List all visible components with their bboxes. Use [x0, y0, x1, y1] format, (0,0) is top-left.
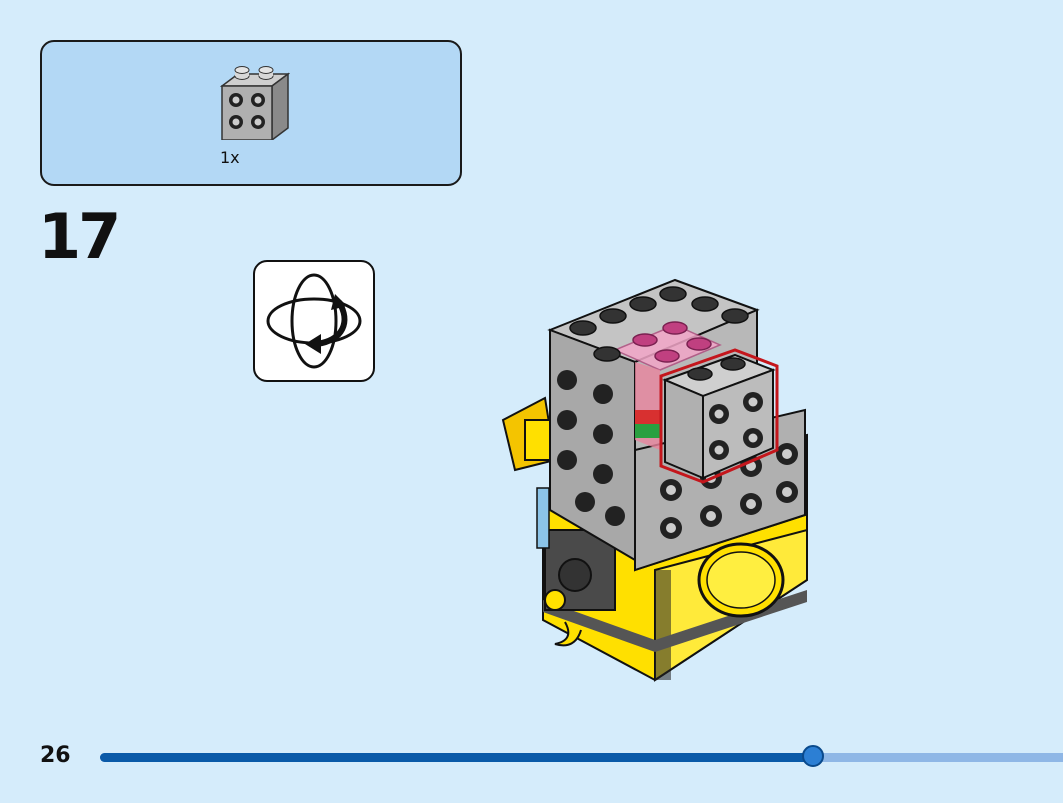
- part-quantity: 1x: [220, 148, 240, 167]
- gray-2x2-brick-icon: [220, 66, 290, 140]
- rotate-callout: [253, 260, 375, 382]
- step-number: 17: [38, 200, 121, 273]
- progress-fill: [100, 753, 813, 762]
- robot-head-model: [501, 278, 808, 682]
- page-number: 26: [40, 743, 71, 768]
- progress-knob: [801, 745, 824, 767]
- rotate-model-icon: [266, 273, 362, 369]
- progress-bar: [100, 745, 1063, 767]
- parts-callout: 1x: [40, 40, 462, 186]
- new-brick-highlight: [659, 348, 779, 484]
